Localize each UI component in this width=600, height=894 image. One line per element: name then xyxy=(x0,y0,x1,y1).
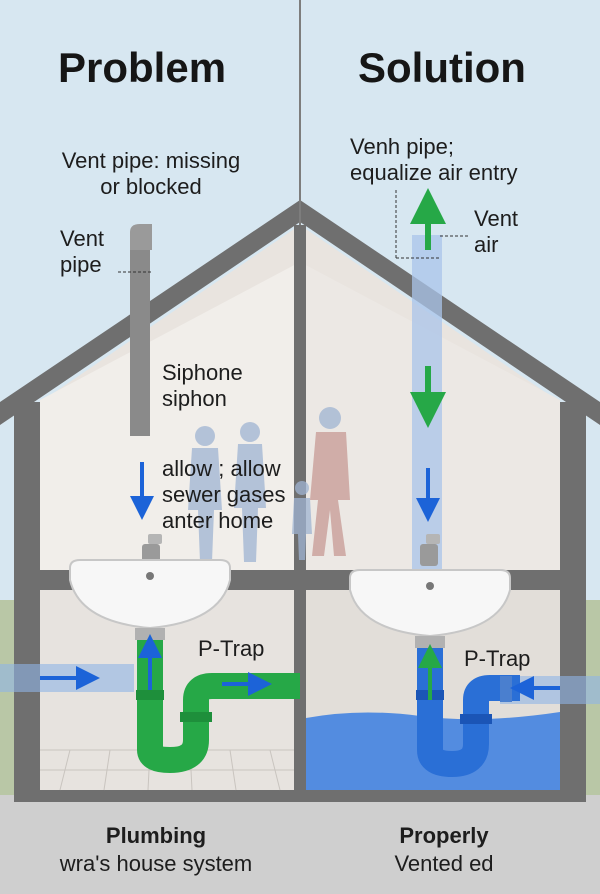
left-trap-coupling xyxy=(136,690,164,700)
right-trap-coupling-2 xyxy=(460,714,492,724)
left-caption-line1: Plumbing xyxy=(105,823,207,848)
vent-pipe-label: Vent pipe xyxy=(60,226,105,277)
left-p-trap xyxy=(137,640,300,774)
right-p-trap-label: P-Trap xyxy=(464,646,531,671)
siphon-label: Siphone siphon xyxy=(162,360,243,411)
left-trap-coupling-2 xyxy=(180,712,212,722)
left-caption: Plumbing wra's house system xyxy=(6,822,306,878)
left-caption-line2: wra's house system xyxy=(59,851,253,876)
sewer-gas-label: allow ; allow sewer gases anter home xyxy=(162,456,286,533)
wall-right xyxy=(560,402,586,795)
left-vent-pipe xyxy=(130,250,150,436)
right-caption-line1: Properly xyxy=(399,823,489,848)
vent-status-label: Vent pipe: missing or blocked xyxy=(61,148,241,199)
floor-strip xyxy=(0,795,600,894)
people-silhouettes xyxy=(188,407,350,562)
wall-left xyxy=(14,402,40,795)
left-p-trap-label: P-Trap xyxy=(198,636,265,661)
right-trap-end xyxy=(500,676,512,702)
right-p-trap xyxy=(417,648,520,778)
left-vent-cap xyxy=(130,224,152,250)
base-slab xyxy=(14,790,586,802)
problem-heading: Problem xyxy=(58,44,227,91)
right-caption-line2: Vented ed xyxy=(394,851,494,876)
solution-heading: Solution xyxy=(358,44,526,91)
vent-air-label: Vent air xyxy=(474,206,519,257)
right-caption: Properly Vented ed xyxy=(294,822,594,878)
vent-desc-label: Venh pipe; equalize air entry xyxy=(350,134,518,185)
left-sink xyxy=(69,534,231,640)
